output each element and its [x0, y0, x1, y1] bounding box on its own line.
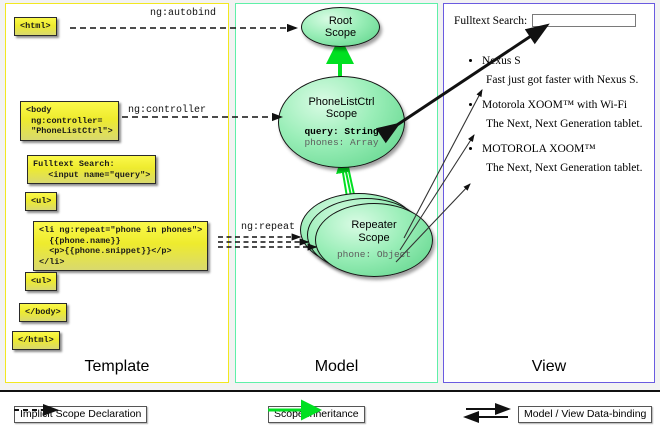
legend-green-arrow-icon [268, 399, 322, 421]
code-box-body-close: </body> [19, 303, 67, 322]
scope-repeater-prop-phone: phone: Object [336, 249, 412, 261]
view-search-row: Fulltext Search: [454, 14, 648, 27]
scope-root-title-line2: Scope [324, 27, 357, 39]
connector-arrows-layer [70, 23, 550, 263]
scope-phonelistctrl-prop-query: query: String [304, 125, 379, 137]
scope-repeater-title-line2: Scope [358, 231, 390, 244]
edge-label-controller: ng:controller [128, 105, 207, 116]
code-box-ul-close: <ul> [25, 272, 58, 291]
list-item: MOTOROLA XOOM™ The Next, Next Generation… [482, 143, 648, 175]
diagram-canvas: Template <html> <body ng:controller= "Ph… [0, 0, 660, 390]
edge-label-autobind: ng:autobind [150, 8, 217, 19]
legend-item-databinding: Model / View Data-binding [463, 403, 653, 424]
scope-phonelistctrl-title-line1: PhoneListCtrl [308, 95, 375, 108]
scope-repeater-title-line1: Repeater [351, 219, 397, 232]
databinding-arrow-query-input [375, 23, 550, 144]
legend-item-inheritance: Scope Inheritance [268, 399, 365, 424]
phone-name: MOTOROLA XOOM™ [482, 143, 596, 155]
code-box-li-repeat: <li ng:repeat="phone in phones"> {{phone… [33, 221, 209, 271]
legend-label-databinding: Model / View Data-binding [518, 405, 653, 423]
edge-label-repeat: ng:repeat [241, 222, 296, 233]
code-box-ul-open: <ul> [25, 192, 58, 211]
scope-root-title-line1: Root [328, 14, 353, 27]
view-search-label: Fulltext Search: [454, 14, 528, 27]
databinding-arrow-phone-3 [395, 183, 471, 263]
legend-item-implicit: Implicit Scope Declaration [14, 404, 148, 424]
legend: Implicit Scope Declaration Scope Inherit… [0, 390, 660, 437]
panel-view-title: View [531, 358, 567, 375]
scope-phonelistctrl-title-line2: Scope [325, 108, 358, 120]
code-box-body-open: <body ng:controller= "PhoneListCtrl"> [20, 101, 119, 141]
code-box-html-close: </html> [12, 331, 60, 350]
scope-phonelistctrl-prop-phones: phones: Array [304, 137, 379, 148]
code-box-html-open: <html> [14, 17, 57, 36]
panel-model-title: Model [314, 358, 359, 375]
scope-root: Root Scope [301, 7, 380, 47]
legend-double-arrow-icon [463, 403, 511, 423]
databinding-arrow-phone-2 [399, 134, 475, 251]
phone-snippet: The Next, Next Generation tablet. [486, 162, 643, 174]
legend-dashed-arrow-icon [14, 404, 59, 416]
search-input[interactable] [532, 14, 637, 27]
scope-repeater: Repeater Scope phone: Object [315, 203, 433, 277]
panel-template-title: Template [84, 358, 150, 375]
code-box-fulltext-search: Fulltext Search: <input name="query"> [27, 155, 157, 184]
databinding-arrow-phone-1 [403, 89, 483, 239]
